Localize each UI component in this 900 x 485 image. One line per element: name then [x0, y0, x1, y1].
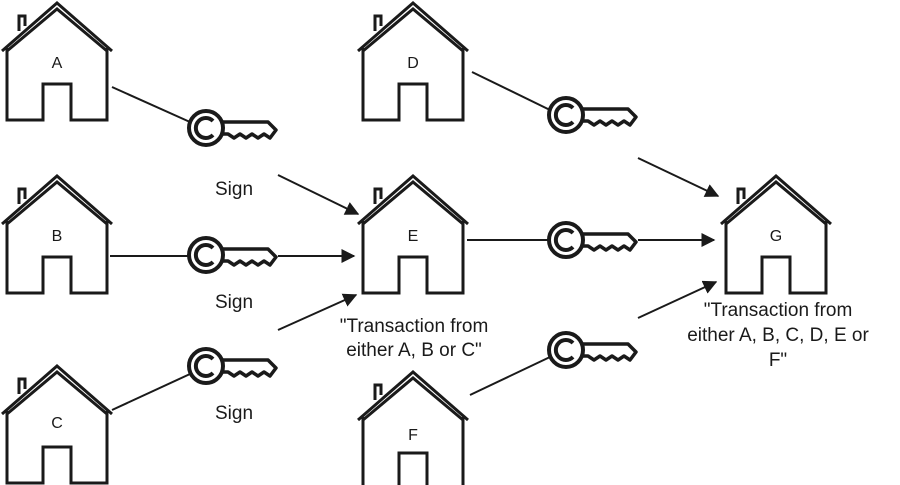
sign-label: Sign — [215, 179, 253, 200]
house-c: C — [0, 364, 114, 485]
sign-label: Sign — [215, 292, 253, 313]
note-line: either A, B or C" — [346, 340, 482, 361]
key-icon-a — [187, 109, 278, 147]
note-line: either A, B, C, D, E or — [687, 325, 869, 346]
house-label: A — [52, 55, 63, 72]
house-label: F — [408, 427, 418, 444]
house-g: G — [719, 174, 833, 295]
note-line: "Transaction from — [340, 316, 489, 337]
arrow-a-to-e — [277, 174, 360, 215]
key-icon-b — [187, 236, 278, 274]
arrow-d-to-g — [637, 157, 720, 197]
key-icon-d — [547, 96, 638, 134]
connector-a-key — [111, 86, 191, 123]
arrow-f-to-g — [637, 280, 718, 319]
house-f: F — [356, 370, 470, 485]
key-icon-c — [187, 347, 278, 385]
connector-d-key — [471, 71, 551, 111]
house-label: B — [52, 228, 63, 245]
e-transaction-note: "Transaction from either A, B or C" — [340, 316, 489, 361]
house-label: D — [407, 55, 419, 72]
house-e: E — [356, 174, 470, 295]
house-b: B — [0, 174, 114, 295]
arrow-c-to-e — [277, 293, 358, 331]
house-a: A — [0, 1, 114, 122]
connector-f-key — [469, 356, 551, 396]
connector-c-key — [111, 373, 191, 411]
house-label: C — [51, 415, 63, 432]
house-label: G — [770, 228, 782, 245]
house-d: D — [356, 1, 470, 122]
note-line: F" — [769, 350, 787, 371]
key-icon-f — [547, 331, 638, 369]
sign-label: Sign — [215, 403, 253, 424]
house-label: E — [408, 228, 419, 245]
g-transaction-note: "Transaction from either A, B, C, D, E o… — [687, 300, 869, 371]
key-icon-e — [547, 221, 638, 259]
note-line: "Transaction from — [704, 300, 853, 321]
